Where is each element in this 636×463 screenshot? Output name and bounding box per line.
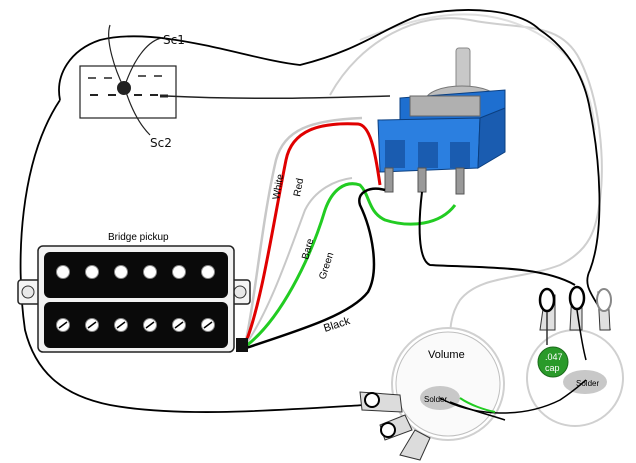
pole-piece <box>201 265 215 279</box>
pole-screw-slot <box>87 321 97 329</box>
pole-screw-slot <box>203 321 213 329</box>
tone-solder-label: Solder <box>576 379 599 388</box>
pole-screw-slot <box>145 321 155 329</box>
wire-label-green: Green <box>317 251 336 281</box>
wire-label-bare: Bare <box>300 237 316 261</box>
cap-word-label: cap <box>545 363 560 373</box>
wire-label-white: White <box>271 173 286 201</box>
switch-to-tone-wire <box>418 191 576 286</box>
ground-loop-wire <box>19 9 611 413</box>
pole-piece <box>143 265 157 279</box>
bridge-pickup-label: Bridge pickup <box>108 232 169 243</box>
green-wire <box>245 182 457 348</box>
bridge-humbucker <box>17 245 251 353</box>
volume-solder-label: Solder <box>424 395 447 404</box>
guitar-body-outline <box>329 17 603 391</box>
volume-pot <box>359 327 505 461</box>
pole-pieces-bottom <box>56 318 215 332</box>
white-wire <box>244 116 363 341</box>
pole-piece <box>114 265 128 279</box>
red-wire <box>244 122 382 343</box>
pole-piece <box>172 265 186 279</box>
bare-wire <box>245 177 353 345</box>
wire-label-red: Red <box>292 178 306 198</box>
volume-label: Volume <box>428 349 465 361</box>
pole-pieces-top <box>56 265 215 279</box>
tone-lug-wire <box>576 309 587 361</box>
volume-green-jumper <box>459 397 496 413</box>
pole-piece <box>56 265 70 279</box>
pole-screw-slot <box>58 321 68 329</box>
black-wire <box>245 187 386 350</box>
pole-piece <box>85 265 99 279</box>
single-coil-sketch <box>79 24 391 136</box>
tone-pot <box>526 285 624 427</box>
cap-value-label: .047 <box>545 352 563 362</box>
guitar-body-outline-inner <box>359 13 596 131</box>
sc2-label: Sc2 <box>150 136 172 150</box>
sc1-label: Sc1 <box>163 33 185 47</box>
pole-screw-slot <box>116 321 126 329</box>
pole-screw-slot <box>174 321 184 329</box>
toggle-switch <box>377 47 506 195</box>
volume-output-wire <box>449 401 506 421</box>
